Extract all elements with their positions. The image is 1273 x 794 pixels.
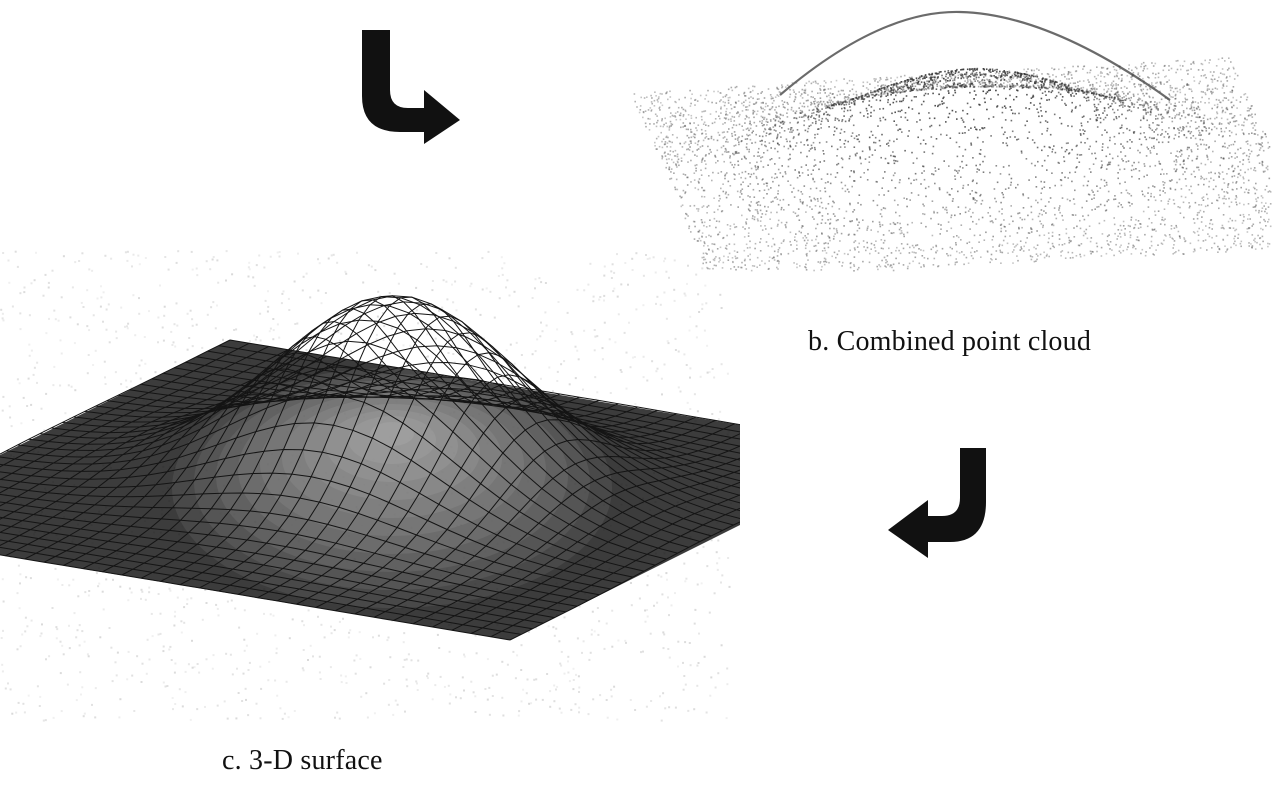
- caption-3d-surface: c. 3-D surface: [222, 745, 383, 777]
- caption-combined-point-cloud: b. Combined point cloud: [808, 326, 1091, 358]
- curved-arrow-left-icon: [878, 440, 998, 562]
- curved-arrow-right-icon: [348, 20, 468, 150]
- surface-mesh-figure: [0, 250, 740, 730]
- point-cloud-figure: [630, 0, 1273, 272]
